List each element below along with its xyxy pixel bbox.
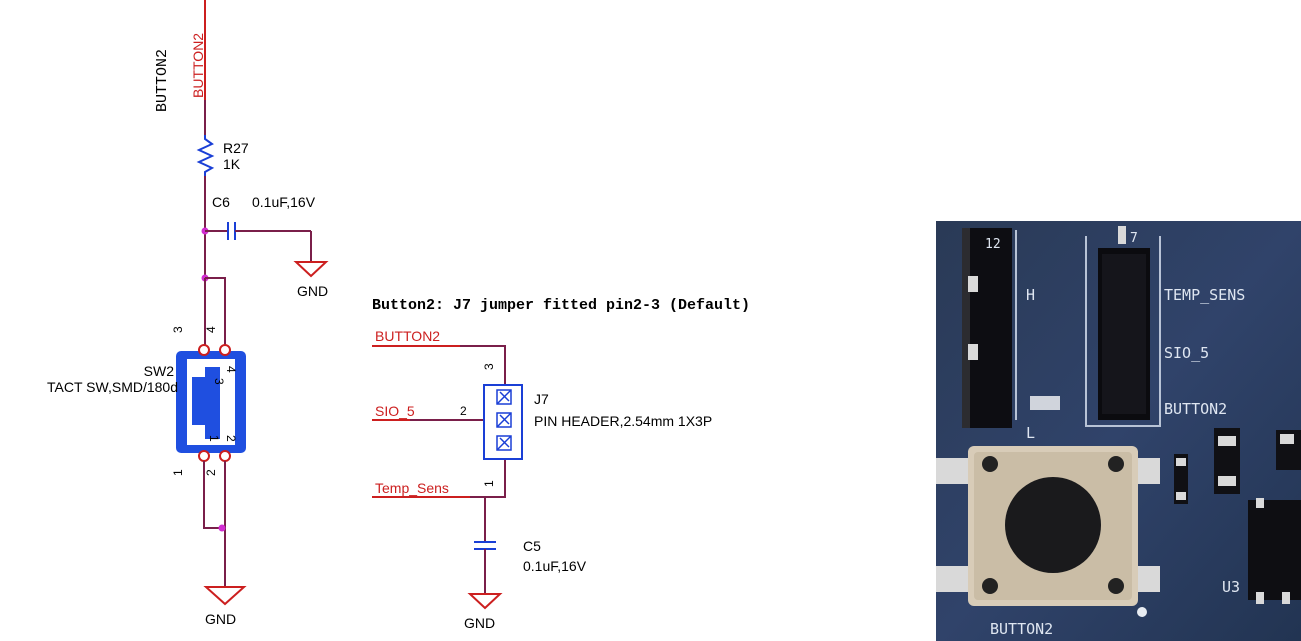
- j7-pin-1: [496, 435, 512, 451]
- pin-header-12: [962, 228, 1012, 428]
- switch-lead: [936, 566, 968, 592]
- j7-pin-3-mark: [496, 389, 512, 405]
- photo-label-sio5: SIO_5: [1164, 344, 1209, 362]
- switch-inner-pin-4: 4: [224, 366, 238, 373]
- switch-corner-dot: [1108, 456, 1124, 472]
- smd-part: [1030, 396, 1060, 410]
- r27-value: 1K: [223, 156, 241, 172]
- chip-lead: [1256, 592, 1264, 604]
- c6-value: 0.1uF,16V: [252, 194, 316, 210]
- gnd-c6-label: GND: [297, 283, 328, 299]
- header-edge: [962, 228, 970, 428]
- switch-pin-4-number: 4: [204, 326, 218, 333]
- j7-value: PIN HEADER,2.54mm 1X3P: [534, 413, 712, 429]
- button2-net-label-vertical: BUTTON2: [154, 49, 171, 112]
- smd-pad: [1176, 492, 1186, 500]
- j7-pin-number-3: 3: [482, 363, 496, 370]
- j7-ref: J7: [534, 391, 549, 407]
- switch-pad-4: [219, 344, 231, 356]
- j7-pin-1-mark: [496, 435, 512, 451]
- switch-pad-3: [198, 344, 210, 356]
- gnd-symbol-c6: [293, 261, 329, 278]
- j7-net-temp: Temp_Sens: [375, 480, 449, 496]
- header-pin: [968, 344, 978, 360]
- gnd-symbol-c5: [467, 593, 503, 610]
- j7-pin-2-mark: [496, 412, 512, 428]
- switch-inner-pin-2: 2: [224, 435, 238, 442]
- smd-pad: [1280, 434, 1294, 444]
- photo-label-button2-bottom: BUTTON2: [990, 620, 1053, 638]
- jumper-cap-face: [1102, 254, 1146, 414]
- gnd-sw-label: GND: [205, 611, 236, 627]
- j7-net-button2: BUTTON2: [375, 328, 440, 344]
- chip-lead: [1256, 498, 1264, 508]
- photo-label-12: 12: [985, 237, 1001, 252]
- switch-pin-2-number: 2: [204, 469, 218, 476]
- smd-part: [1174, 454, 1188, 504]
- switch-pad-2: [219, 450, 231, 462]
- smd-pad: [1218, 436, 1236, 446]
- jumper-title: Button2: J7 jumper fitted pin2-3 (Defaul…: [372, 297, 750, 314]
- chip-u3: [1248, 500, 1301, 600]
- switch-sw2: 3 4 1 2: [176, 344, 246, 462]
- silk-outline: [1085, 236, 1161, 427]
- button2-to-j7-wire: [460, 345, 506, 385]
- fiducial-dot: [1137, 607, 1147, 617]
- header-pin: [1118, 226, 1126, 244]
- j7-pin-number-2: 2: [460, 404, 467, 418]
- header-pin: [968, 276, 978, 292]
- switch-inner-pin-1: 1: [207, 435, 221, 442]
- j7-pin-2: [496, 412, 512, 428]
- photo-label-7: 7: [1130, 231, 1138, 246]
- photo-label-button2-top: BUTTON2: [1164, 400, 1227, 418]
- smd-pad: [1176, 458, 1186, 466]
- smd-pad: [1218, 476, 1236, 486]
- switch-corner-dot: [982, 578, 998, 594]
- j7-net-sio5: SIO_5: [375, 403, 415, 419]
- switch-lead: [1138, 566, 1160, 592]
- switch-pin4-wire: [205, 277, 226, 346]
- photo-label-u3: U3: [1222, 578, 1240, 596]
- switch-pin-1-number: 1: [171, 469, 185, 476]
- gnd-symbol-sw: [203, 586, 247, 606]
- switch-pad-1: [198, 450, 210, 462]
- switch-plunger: [205, 367, 220, 439]
- j7-pin-3: [496, 389, 512, 405]
- switch-inner-pin-3: 3: [212, 378, 226, 385]
- switch-pin-3-number: 3: [171, 326, 185, 333]
- c6-ref: C6: [212, 194, 230, 210]
- resistor-r27: [196, 135, 215, 176]
- tactile-switch-button: [1005, 477, 1101, 573]
- r27-ref: R27: [223, 140, 249, 156]
- temp-to-j7-wire: [470, 459, 506, 498]
- switch-pin1-wire: [203, 461, 225, 529]
- jumper-j7: [483, 384, 523, 460]
- button2-circuit: BUTTON2 BUTTON2 R27 1K C6 0.1uF,16V GND …: [47, 0, 329, 627]
- photo-label-temp-sens: TEMP_SENS: [1164, 286, 1245, 304]
- c5-value: 0.1uF,16V: [523, 558, 587, 574]
- junction-dot: [218, 524, 226, 532]
- j7-pin-number-1: 1: [482, 480, 496, 487]
- switch-actuator: [192, 377, 206, 425]
- switch-lead: [936, 458, 968, 484]
- c5-ref: C5: [523, 538, 541, 554]
- sw2-ref: SW2: [144, 363, 175, 379]
- j7-circuit: Button2: J7 jumper fitted pin2-3 (Defaul…: [372, 297, 750, 631]
- switch-corner-dot: [1108, 578, 1124, 594]
- sw2-value: TACT SW,SMD/180d: [47, 379, 178, 395]
- switch-corner-dot: [982, 456, 998, 472]
- photo-label-l: L: [1026, 424, 1035, 442]
- gnd-c5-label: GND: [464, 615, 495, 631]
- chip-lead: [1282, 592, 1290, 604]
- photo-label-h: H: [1026, 286, 1035, 304]
- pcb-photo: 12 H L 7 TEMP_SENS SIO_5 BUTTON2: [936, 221, 1301, 641]
- switch-lead: [1138, 458, 1160, 484]
- button2-net-label-top: BUTTON2: [190, 33, 206, 98]
